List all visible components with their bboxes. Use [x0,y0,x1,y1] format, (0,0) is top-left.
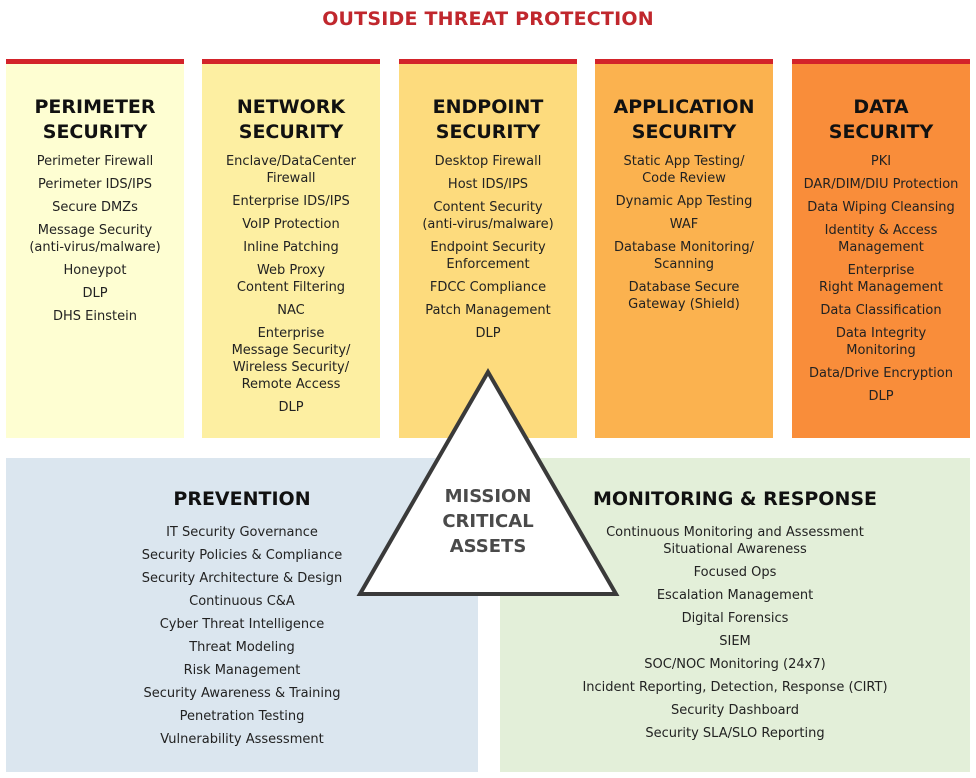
list-item: DLP [475,326,501,341]
list-item: Web Proxy Content Filtering [236,263,346,295]
list-item: Identity & Access Management [824,223,938,255]
list-item: Risk Management [183,663,301,678]
list-item: Continuous C&A [189,594,295,609]
list-item: Static App Testing/ Code Review [623,154,745,186]
list-item: Perimeter IDS/IPS [38,177,152,192]
list-item: VoIP Protection [242,217,340,232]
list-item: Database Monitoring/ Scanning [613,240,755,272]
list-item: Honeypot [63,263,127,278]
monitoring-list: Continuous Monitoring and Assessment Sit… [500,524,970,742]
monitoring-heading: MONITORING & RESPONSE [592,488,878,510]
list-item: Enterprise Right Management [818,263,943,295]
list-item: Threat Modeling [189,640,295,655]
column-heading: PERIMETER SECURITY [34,96,156,143]
list-item: Data Wiping Cleansing [807,200,955,215]
list-item: Vulnerability Assessment [160,732,324,747]
list-item: DLP [868,389,894,404]
list-item: Enclave/DataCenter Firewall [225,154,357,186]
triangle-shape [356,367,620,596]
column-heading: APPLICATION SECURITY [613,96,755,143]
list-item: Data Classification [820,303,942,318]
list-item: Incident Reporting, Detection, Response … [582,680,888,695]
mission-critical-label: MISSION CRITICAL ASSETS [442,486,534,557]
list-item: Enterprise Message Security/ Wireless Se… [231,326,351,392]
list-item: Security Awareness & Training [143,686,341,701]
list-item: Data/Drive Encryption [808,366,953,381]
list-item: WAF [669,217,699,232]
monitoring-panel: MONITORING & RESPONSE Continuous Monitor… [500,458,970,772]
list-item: Patch Management [425,303,551,318]
list-item: Penetration Testing [179,709,305,724]
list-item: Security Policies & Compliance [141,548,343,563]
list-item: DLP [278,400,304,415]
mission-critical-triangle: MISSION CRITICAL ASSETS [356,367,620,598]
column-heading: DATA SECURITY [828,96,934,143]
list-item: Secure DMZs [52,200,138,215]
list-item: Cyber Threat Intelligence [159,617,325,632]
list-item: Host IDS/IPS [447,177,529,192]
list-item: Focused Ops [693,565,777,580]
list-item: DAR/DIM/DIU Protection [803,177,959,192]
column-heading: NETWORK SECURITY [236,96,346,143]
list-item: DHS Einstein [53,309,137,324]
column-network-security: NETWORK SECURITY Enclave/DataCenter Fire… [202,59,380,438]
list-item: Digital Forensics [681,611,789,626]
page-title: OUTSIDE THREAT PROTECTION [322,8,654,30]
list-item: Enterprise IDS/IPS [232,194,350,209]
list-item: Escalation Management [656,588,814,603]
list-item: DLP [82,286,108,301]
column-application-security: APPLICATION SECURITY Static App Testing/… [595,59,773,438]
list-item: FDCC Compliance [429,280,547,295]
list-item: SOC/NOC Monitoring (24x7) [644,657,826,672]
list-item: Perimeter Firewall [36,154,154,169]
list-item: NAC [277,303,305,318]
list-item: PKI [870,154,892,169]
prevention-heading: PREVENTION [173,488,311,510]
list-item: Database Secure Gateway (Shield) [628,280,740,312]
list-item: Security Dashboard [670,703,800,718]
list-item: IT Security Governance [166,525,318,540]
list-item: Dynamic App Testing [615,194,753,209]
list-item: SIEM [719,634,751,649]
column-heading: ENDPOINT SECURITY [432,96,544,143]
list-item: Content Security (anti-virus/malware) [422,200,554,232]
list-item: Security Architecture & Design [141,571,343,586]
list-item: Desktop Firewall [434,154,542,169]
list-item: Endpoint Security Enforcement [430,240,546,272]
list-item: Message Security (anti-virus/malware) [29,223,161,255]
list-item: Continuous Monitoring and Assessment Sit… [606,525,864,557]
list-item: Inline Patching [243,240,339,255]
list-item: Security SLA/SLO Reporting [645,726,825,741]
list-item: Data Integrity Monitoring [835,326,927,358]
